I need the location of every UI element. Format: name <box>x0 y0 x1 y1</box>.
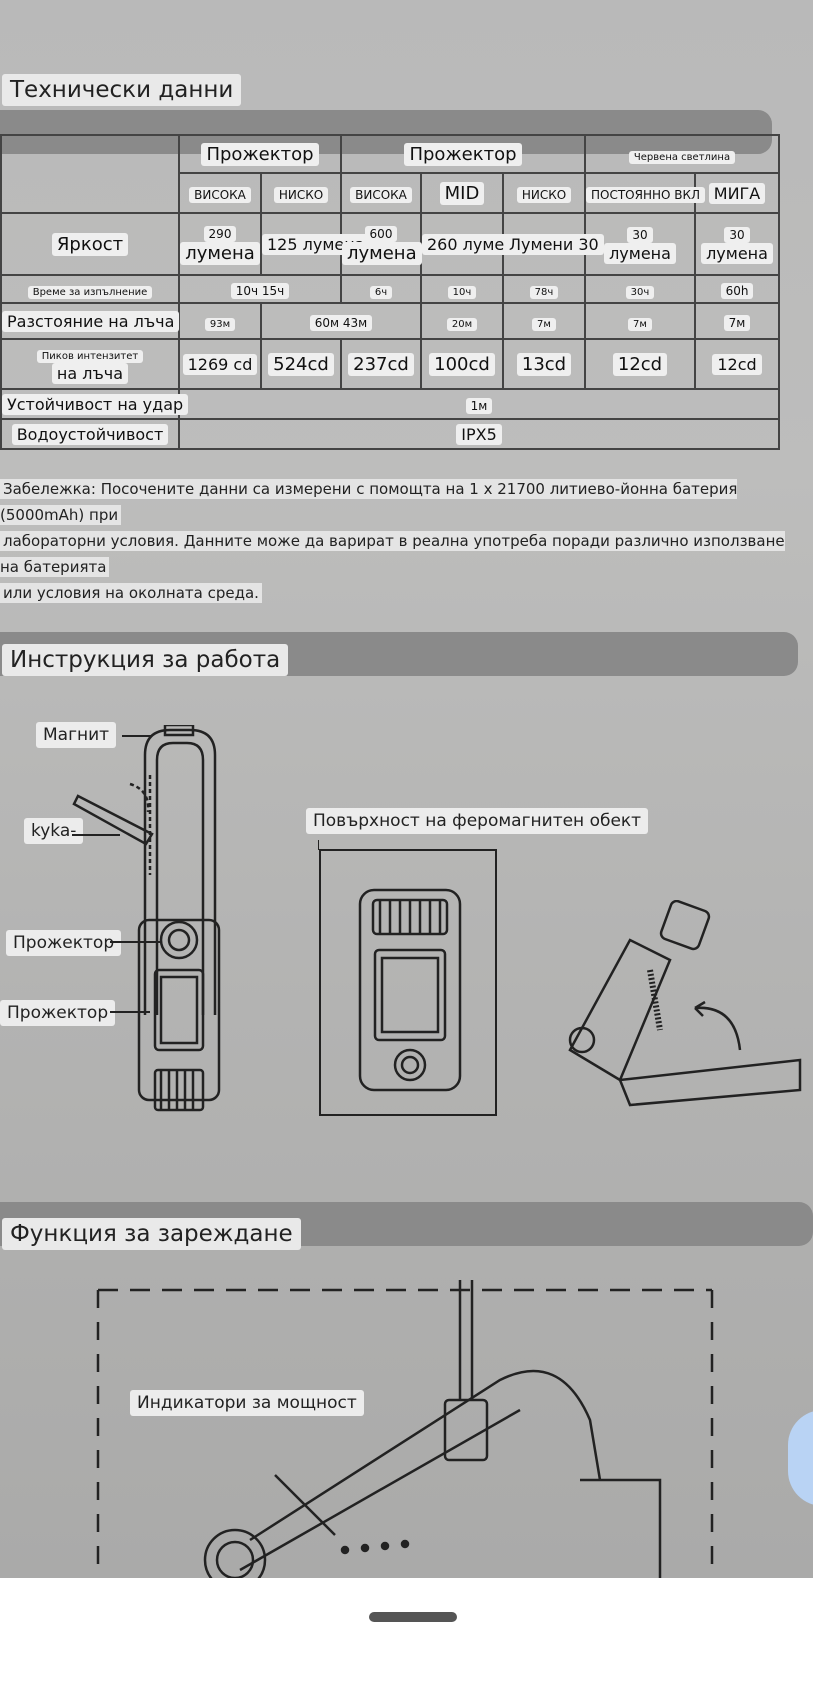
table-cell: 10ч <box>420 274 504 304</box>
table-cell: IPX5 <box>177 418 781 450</box>
table-mode-header: MID <box>420 172 504 214</box>
table-group-header: Прожектор <box>178 134 342 174</box>
device-on-surface <box>318 840 497 1116</box>
table-cell: 60h <box>693 274 781 304</box>
table-cell: 100cd <box>420 338 504 390</box>
table-cell: 30ч <box>584 274 696 304</box>
table-cell: 6ч <box>340 274 422 304</box>
table-group-header: Прожектор <box>340 134 586 174</box>
manual-photo: Технически данни Прожектор Прожектор Чер… <box>0 0 813 1578</box>
table-mode-header: НИСКО <box>260 172 342 214</box>
charging-frame <box>96 1280 714 1578</box>
table-cell: 20м <box>420 302 504 340</box>
table-corner <box>0 134 180 214</box>
spec-note: Забележка: Посочените данни са измерени … <box>0 479 785 603</box>
section-title-instr: Инструкция за работа <box>2 644 289 676</box>
table-cell: Лумени 30 <box>502 212 604 276</box>
row-label: Водоустойчивост <box>0 418 180 450</box>
table-group-header: Червена светлина <box>583 134 781 174</box>
row-label: Разстояние на лъча <box>0 302 180 340</box>
section-title-tech: Технически данни <box>2 74 242 106</box>
table-mode-header: НИСКО <box>502 172 586 214</box>
callout-lines <box>72 735 160 1013</box>
table-cell: 60м 43м <box>260 302 422 340</box>
spec-table: Прожектор Прожектор Червена светлина ВИС… <box>0 134 781 450</box>
table-cell: 93м <box>178 302 262 340</box>
table-cell: 1м <box>177 388 781 420</box>
table-cell: 7м <box>693 302 781 340</box>
table-cell: 13cd <box>502 338 586 390</box>
row-label: Устойчивост на удар <box>0 388 189 420</box>
home-gesture-handle[interactable] <box>369 1612 457 1622</box>
hook-illustration <box>72 782 154 846</box>
table-cell: 125 лумена <box>260 212 370 276</box>
navigation-bar <box>0 1578 813 1689</box>
table-cell: 237cd <box>340 338 422 390</box>
table-cell: 260 лумена <box>420 212 530 276</box>
label-power-indicators: Индикатори за мощност <box>130 1390 364 1416</box>
table-cell: 10ч 15ч <box>178 274 342 304</box>
table-cell: 1269 cd <box>178 338 262 390</box>
table-mode-header: ВИСОКА <box>340 172 422 214</box>
table-cell: 78ч <box>502 274 586 304</box>
table-cell: 7м <box>502 302 586 340</box>
table-mode-header: ВИСОКА <box>178 172 262 214</box>
device-illustration-folded <box>568 900 802 1107</box>
label-hook: kyka- <box>24 818 84 844</box>
section-title-charge: Функция за зареждане <box>2 1218 301 1250</box>
row-label: Яркост <box>0 212 180 276</box>
row-label: Време за изпълнение <box>0 274 180 304</box>
table-cell: 12cd <box>584 338 696 390</box>
table-cell: 7м <box>584 302 696 340</box>
table-cell: 524cd <box>260 338 342 390</box>
label-projector-2: Прожектор <box>0 1000 116 1026</box>
label-magnet: Магнит <box>36 722 117 748</box>
label-surface: Повърхност на феромагнитен обект <box>306 808 649 834</box>
label-projector-1: Прожектор <box>6 930 122 956</box>
table-mode-header: ПОСТОЯННО ВКЛ <box>584 172 706 214</box>
table-mode-header: МИГА <box>693 172 781 214</box>
device-illustration-open <box>137 725 221 1112</box>
table-cell: 12cd <box>693 338 781 390</box>
